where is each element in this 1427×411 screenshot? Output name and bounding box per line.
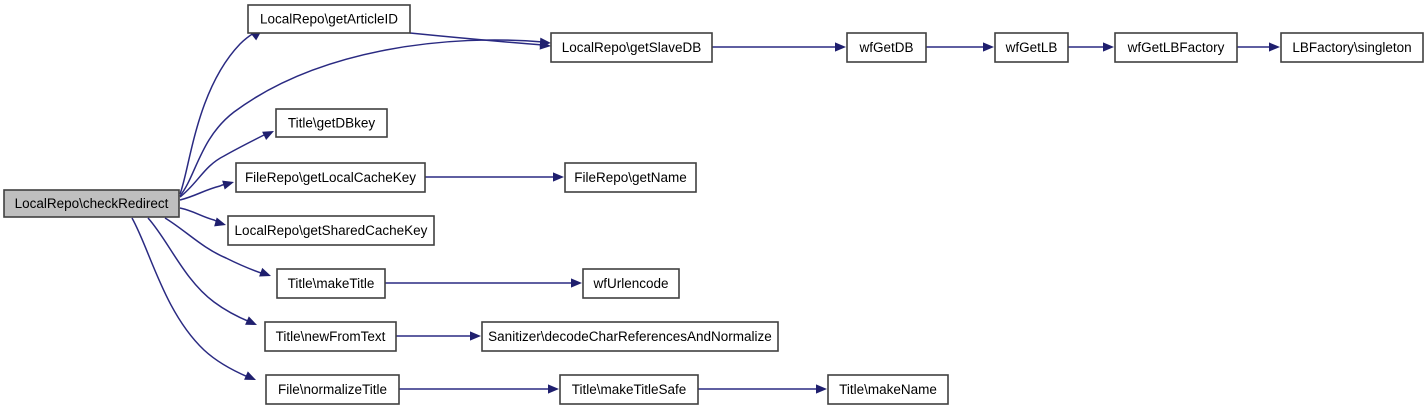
call-edge-wfGetLBFactory-to-LBFactorySingleton [1237, 42, 1280, 52]
call-edge-checkRedirect-to-newFromText [147, 217, 257, 325]
graph-node-makeName[interactable]: Title\makeName [827, 374, 949, 405]
node-label: Title\makeName [839, 382, 937, 397]
graph-node-getSlaveDB[interactable]: LocalRepo\getSlaveDB [550, 32, 713, 63]
arrow-head-icon [835, 42, 846, 52]
call-edge-newFromText-to-decodeCharRefs [396, 331, 481, 341]
graph-node-makeTitleSafe[interactable]: Title\makeTitleSafe [559, 374, 699, 405]
edge-path [179, 207, 221, 224]
call-edge-normalizeTitle-to-makeTitleSafe [399, 384, 559, 394]
node-label: Title\makeTitle [288, 276, 375, 291]
arrow-head-icon [1269, 42, 1280, 52]
graph-node-getName[interactable]: FileRepo\getName [564, 162, 697, 193]
graph-node-normalizeTitle[interactable]: File\normalizeTitle [265, 374, 400, 405]
node-label: LBFactory\singleton [1292, 40, 1411, 55]
edges-layer [131, 30, 1280, 394]
node-label: LocalRepo\getArticleID [260, 12, 398, 27]
graph-node-getSharedCacheKey[interactable]: LocalRepo\getSharedCacheKey [227, 215, 435, 246]
graph-node-getLocalCacheKey[interactable]: FileRepo\getLocalCacheKey [235, 162, 426, 193]
graph-node-getDBkey[interactable]: Title\getDBkey [275, 108, 388, 138]
graph-node-newFromText[interactable]: Title\newFromText [264, 321, 397, 352]
call-edge-getLocalCacheKey-to-getName [425, 172, 564, 182]
node-label: wfUrlencode [592, 276, 668, 291]
graph-node-wfUrlencode[interactable]: wfUrlencode [582, 268, 680, 299]
graph-node-wfGetLBFactory[interactable]: wfGetLBFactory [1114, 32, 1238, 63]
arrow-head-icon [259, 267, 271, 277]
node-box[interactable] [1280, 32, 1424, 63]
call-edge-checkRedirect-to-getLocalCacheKey [179, 180, 234, 201]
node-label: File\normalizeTitle [278, 382, 387, 397]
call-edge-checkRedirect-to-normalizeTitle [131, 217, 256, 380]
node-label: LocalRepo\checkRedirect [15, 196, 169, 211]
node-box[interactable] [550, 32, 713, 63]
nodes-layer: LocalRepo\checkRedirect LocalRepo\getArti… [3, 4, 1424, 405]
arrow-head-icon [244, 371, 256, 380]
arrow-head-icon [222, 180, 234, 190]
edge-path [179, 32, 255, 195]
node-label: Sanitizer\decodeCharReferencesAndNormali… [488, 329, 772, 344]
node-box[interactable] [3, 189, 180, 218]
edge-path [179, 133, 267, 198]
node-box[interactable] [275, 108, 388, 138]
node-box[interactable] [235, 162, 426, 193]
arrow-head-icon [539, 40, 551, 50]
arrow-head-icon [245, 316, 257, 325]
call-edge-checkRedirect-to-getDBkey [179, 131, 274, 198]
node-box[interactable] [994, 32, 1069, 63]
call-edge-getArticleID-to-getSlaveDB [409, 32, 551, 50]
edge-path [179, 183, 229, 201]
arrow-head-icon [548, 384, 559, 394]
node-box[interactable] [1114, 32, 1238, 63]
graph-node-wfGetDB[interactable]: wfGetDB [846, 32, 927, 63]
call-edge-checkRedirect-to-makeTitle [164, 217, 271, 277]
node-box[interactable] [247, 4, 411, 34]
graph-node-getArticleID[interactable]: LocalRepo\getArticleID [247, 4, 411, 34]
node-label: FileRepo\getName [574, 170, 687, 185]
node-label: LocalRepo\getSharedCacheKey [235, 223, 428, 238]
node-box[interactable] [582, 268, 680, 299]
arrow-head-icon [1103, 42, 1114, 52]
node-box[interactable] [481, 321, 779, 352]
node-label: wfGetLBFactory [1127, 40, 1225, 55]
graph-node-checkRedirect[interactable]: LocalRepo\checkRedirect [3, 189, 180, 218]
node-box[interactable] [846, 32, 927, 63]
call-edge-wfGetLB-to-wfGetLBFactory [1068, 42, 1114, 52]
arrow-head-icon [470, 331, 481, 341]
edge-path [147, 217, 251, 323]
node-label: LocalRepo\getSlaveDB [562, 40, 702, 55]
arrow-head-icon [553, 172, 564, 182]
call-edge-makeTitle-to-wfUrlencode [385, 278, 582, 288]
edge-path [409, 32, 544, 46]
node-box[interactable] [265, 374, 400, 405]
node-box[interactable] [264, 321, 397, 352]
arrow-head-icon [214, 217, 226, 227]
node-box[interactable] [559, 374, 699, 405]
node-label: Title\getDBkey [288, 116, 376, 131]
graph-node-LBFactorySingleton[interactable]: LBFactory\singleton [1280, 32, 1424, 63]
call-edge-getSlaveDB-to-wfGetDB [712, 42, 846, 52]
node-label: wfGetDB [858, 40, 913, 55]
node-label: wfGetLB [1005, 40, 1058, 55]
edge-path [179, 39, 544, 197]
call-edge-makeTitleSafe-to-makeName [698, 384, 827, 394]
graph-node-decodeCharRefs[interactable]: Sanitizer\decodeCharReferencesAndNormali… [481, 321, 779, 352]
call-edge-wfGetDB-to-wfGetLB [926, 42, 994, 52]
node-label: FileRepo\getLocalCacheKey [245, 170, 416, 185]
node-box[interactable] [827, 374, 949, 405]
arrow-head-icon [816, 384, 827, 394]
arrow-head-icon [571, 278, 582, 288]
node-box[interactable] [564, 162, 697, 193]
edge-path [131, 217, 249, 378]
node-box[interactable] [227, 215, 435, 246]
graph-node-wfGetLB[interactable]: wfGetLB [994, 32, 1069, 63]
edge-path [164, 217, 265, 275]
node-label: Title\makeTitleSafe [572, 382, 687, 397]
call-edge-checkRedirect-to-getSharedCacheKey [179, 207, 226, 227]
arrow-head-icon [262, 131, 274, 140]
node-box[interactable] [276, 268, 386, 299]
arrow-head-icon [983, 42, 994, 52]
node-label: Title\newFromText [276, 329, 386, 344]
graph-node-makeTitle[interactable]: Title\makeTitle [276, 268, 386, 299]
